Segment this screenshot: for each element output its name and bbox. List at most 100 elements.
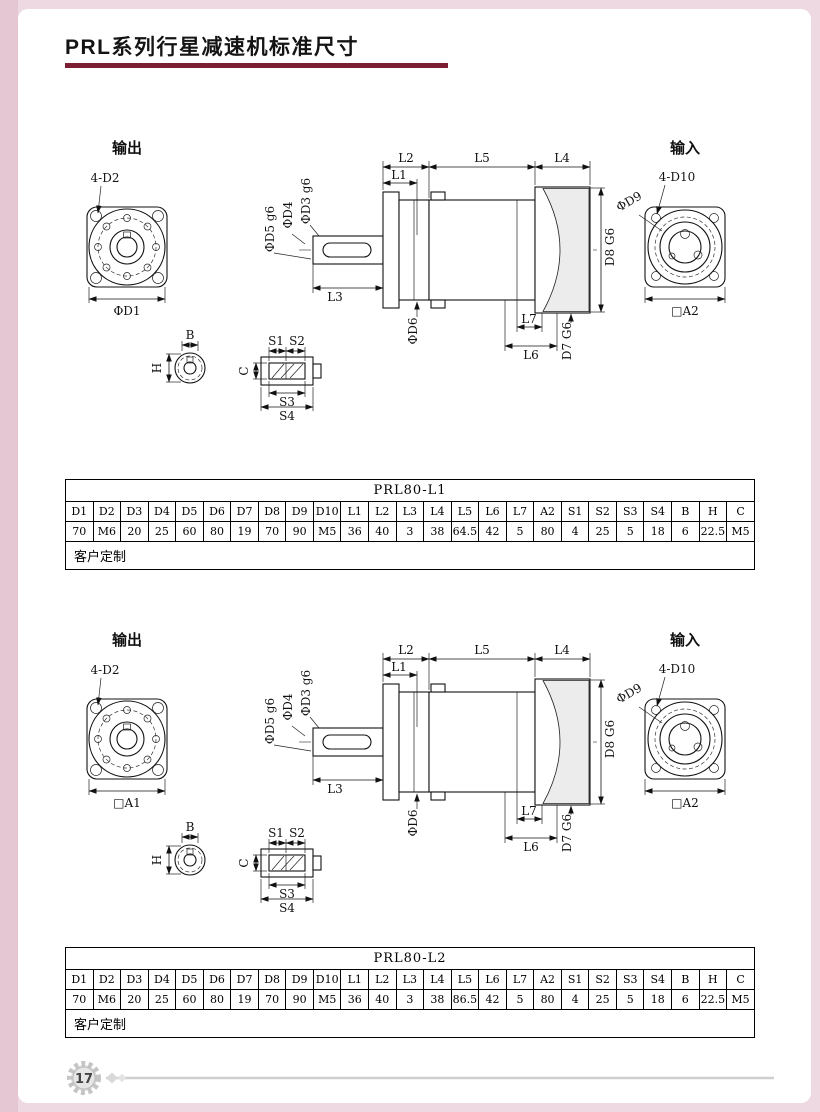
table-header-cell: L2 [368,501,397,522]
page-title: PRL系列行星减速机标准尺寸 [65,36,359,59]
table-value-cell: 80 [202,989,232,1010]
table-header-cell: S1 [560,501,590,522]
dim-label-a2: □A2 [671,304,699,318]
dim-label-s2: S2 [289,334,305,348]
table-header-cell: L1 [340,969,370,990]
table-header-cell: H [698,501,728,522]
dim-label-b: B [186,328,195,342]
table-header-cell: D8 [257,969,287,990]
drawing-section-1: 输出 输入 [86,139,726,423]
table-value-cell: 3 [395,521,425,542]
table-value-cell: 3 [395,989,425,1010]
dim-label-s1: S1 [268,826,284,840]
table-header-cell: D6 [202,969,232,990]
table-header-cell: L5 [450,501,480,522]
table-header-cell: B [671,501,700,522]
front-bolt-label: 4-D2 [91,171,120,185]
shaft-end-detail [174,844,206,876]
table-header-cell: L1 [340,501,370,522]
dim-label-d7: D7 G6 [560,814,574,852]
dim-label-l5: L5 [474,643,490,657]
table-header-cell: S3 [615,969,645,990]
output-view-label: 输出 [112,139,142,157]
table-header-cell: A2 [533,501,562,522]
dim-label-d9: ΦD9 [614,189,644,215]
table-header-cell: S3 [615,501,645,522]
dim-label-d8: D8 G6 [603,228,617,266]
table-header-cell: D7 [230,501,259,522]
table-value-cell: 70 [257,521,287,542]
dim-label-d6: ΦD6 [406,317,420,344]
dim-label-l6: L6 [523,840,539,854]
table-value-cell: M5 [726,989,755,1010]
table-value-cell: 60 [175,521,204,542]
front-dim-label: □A1 [113,796,141,810]
table-value-cell: 70 [65,521,94,542]
dim-label-l7: L7 [521,312,537,326]
table-value-cell: 22.5 [698,989,728,1010]
dim-label-d3: ΦD3 g6 [299,178,313,224]
table-header-cell: D4 [147,501,177,522]
dim-label-d3: ΦD3 g6 [299,670,313,716]
table-header-cell: H [698,969,728,990]
rear-bolt-label: 4-D10 [659,170,696,184]
table-value-cell: M6 [92,989,122,1010]
table-title: PRL80-L2 [65,947,755,970]
side-view [299,678,597,806]
table-header-cell: D10 [312,501,342,522]
table-value-cell: 5 [505,989,535,1010]
dim-label-h: H [150,363,164,373]
footer-graphic: 17 [67,1061,774,1095]
front-dim-label: ΦD1 [113,304,140,318]
dim-label-l3: L3 [327,782,343,796]
dim-label-h: H [150,855,164,865]
table-header-cell: D5 [175,969,204,990]
table-value-cell: 18 [643,989,673,1010]
keyway-section-detail [260,848,322,878]
table-value-cell: M5 [726,521,755,542]
table-value-cell: 80 [202,521,232,542]
table-footer: 客户定制 [65,541,755,570]
rear-view [644,698,726,780]
input-view-label: 输入 [670,139,700,157]
shaft-end-detail [174,352,206,384]
dim-label-d8: D8 G6 [603,720,617,758]
table-value-cell: 5 [505,521,535,542]
front-view [86,698,168,780]
table-value-cell: 22.5 [698,521,728,542]
dim-label-d7: D7 G6 [560,322,574,360]
table-header-cell: L5 [450,969,480,990]
table-header-cell: S2 [588,501,617,522]
table-value-cell: 4 [560,521,590,542]
dim-label-s4: S4 [279,901,295,915]
table-value-cell: 25 [588,989,617,1010]
table-title: PRL80-L1 [65,479,755,502]
table-footer: 客户定制 [65,1009,755,1038]
table-header-cell: D3 [120,501,149,522]
dim-label-s4: S4 [279,409,295,423]
table-value-cell: 36 [340,989,370,1010]
table-header-cell: D4 [147,969,177,990]
table-value-cell: 80 [533,521,562,542]
table-header-cell: L7 [505,501,535,522]
front-bolt-label: 4-D2 [91,663,120,677]
table-header-cell: D3 [120,969,149,990]
table-header-cell: D9 [285,501,314,522]
rear-view [644,206,726,288]
dim-label-l2: L2 [398,643,414,657]
table-value-cell: 70 [65,989,94,1010]
table-value-cell: 6 [671,521,700,542]
page-number: 17 [75,1072,93,1087]
table-header-cell: D10 [312,969,342,990]
table-header-cell: L2 [368,969,397,990]
table-value-cell: 5 [615,521,645,542]
table-header-cell: C [726,969,755,990]
table-value-cell: 60 [175,989,204,1010]
table-value-cell: 25 [147,521,177,542]
table-value-cell: 20 [120,989,149,1010]
table-value-cell: M5 [312,989,342,1010]
keyway-section-detail [260,356,322,386]
table-value-cell: 38 [423,989,452,1010]
